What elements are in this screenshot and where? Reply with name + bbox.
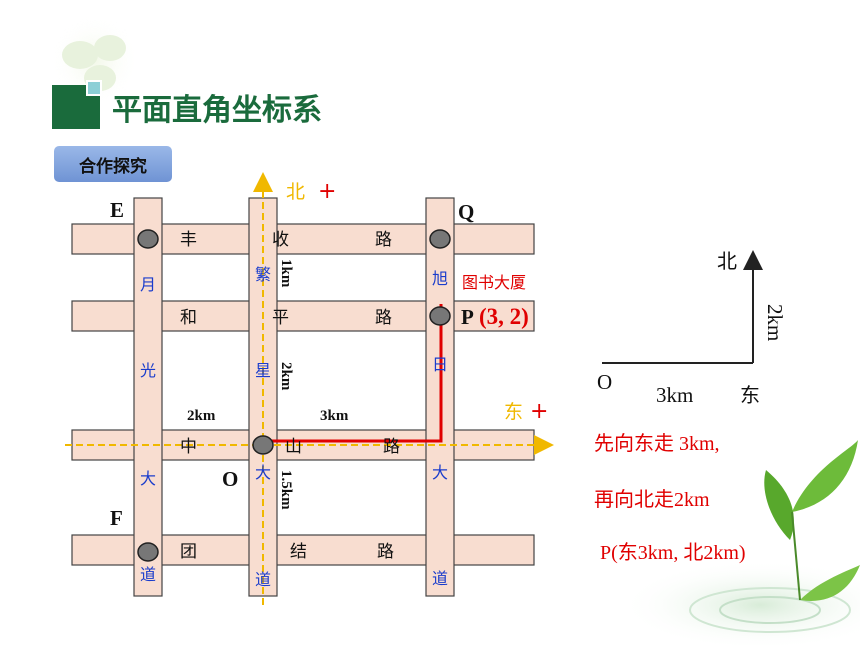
road-label: 路 xyxy=(377,542,394,562)
marker-Q xyxy=(429,229,451,249)
compass-x-distance: 3km xyxy=(656,383,693,407)
road-label: 路 xyxy=(375,230,392,250)
avenue-label: 旭 xyxy=(432,269,448,288)
distance-east: 3km xyxy=(320,408,349,424)
axis-east-label: 东 xyxy=(504,401,523,423)
explanation-line-1: 先向东走 3km, xyxy=(594,432,720,455)
road-label: 平 xyxy=(272,308,289,328)
avenue-label: 星 xyxy=(255,361,271,380)
avenue-label: 繁 xyxy=(255,265,271,284)
road-fanxing xyxy=(248,197,278,597)
compass-diagram: 北 东 O 3km 2km xyxy=(597,249,787,407)
explanation-line-2: 再向北走2km xyxy=(594,488,710,511)
road-label: 收 xyxy=(272,230,289,250)
compass-origin: O xyxy=(597,370,612,394)
axis-north-plus: + xyxy=(318,179,336,204)
compass-east-label: 东 xyxy=(740,383,760,407)
marker-O xyxy=(252,435,274,455)
avenue-label: 日 xyxy=(432,355,448,374)
road-label: 路 xyxy=(383,437,400,457)
road-label: 丰 xyxy=(180,230,197,250)
avenue-label: 光 xyxy=(140,361,156,380)
point-F-label: F xyxy=(110,506,123,530)
road-label: 路 xyxy=(375,308,392,328)
decorative-water xyxy=(620,560,860,645)
marker-F xyxy=(137,542,159,562)
axis-north-label: 北 xyxy=(286,181,305,203)
compass-north-label: 北 xyxy=(717,249,737,273)
explanation-line-3: P(东3km, 北2km) xyxy=(600,541,746,564)
avenue-label: 大 xyxy=(255,463,271,482)
compass-y-distance: 2km xyxy=(763,304,787,341)
road-label: 中 xyxy=(180,437,197,457)
point-Q-label: Q xyxy=(458,200,474,224)
road-label: 团 xyxy=(180,542,197,562)
avenue-label: 道 xyxy=(432,569,448,588)
title-icon xyxy=(52,80,102,129)
decorative-clover xyxy=(50,15,140,105)
marker-P xyxy=(429,306,451,326)
road-yueguang xyxy=(133,197,163,597)
avenue-label: 月 xyxy=(140,275,156,294)
avenue-label: 大 xyxy=(140,469,156,488)
decorative-leaves xyxy=(764,440,860,601)
section-badge: 合作探究 xyxy=(54,146,172,182)
road-label: 和 xyxy=(180,308,197,328)
point-P-label: P xyxy=(461,305,474,329)
distance-south: 1.5km xyxy=(278,470,294,510)
page-title: 平面直角坐标系 xyxy=(112,93,322,128)
avenue-label: 道 xyxy=(140,565,156,584)
avenue-label: 道 xyxy=(255,570,271,589)
distance-west: 2km xyxy=(187,408,216,424)
road-label: 结 xyxy=(290,542,307,562)
axis-east-plus: + xyxy=(530,399,548,424)
marker-E xyxy=(137,229,159,249)
library-label: 图书大厦 xyxy=(462,273,526,292)
point-P-coord: (3, 2) xyxy=(479,304,529,329)
route-path xyxy=(263,304,443,443)
avenue-label: 大 xyxy=(432,463,448,482)
road-label: 山 xyxy=(285,437,302,457)
road-map xyxy=(71,197,535,597)
distance-north-mid: 2km xyxy=(278,362,294,391)
distance-north-top: 1km xyxy=(278,259,294,288)
point-O-label: O xyxy=(222,467,238,491)
point-E-label: E xyxy=(110,198,124,222)
